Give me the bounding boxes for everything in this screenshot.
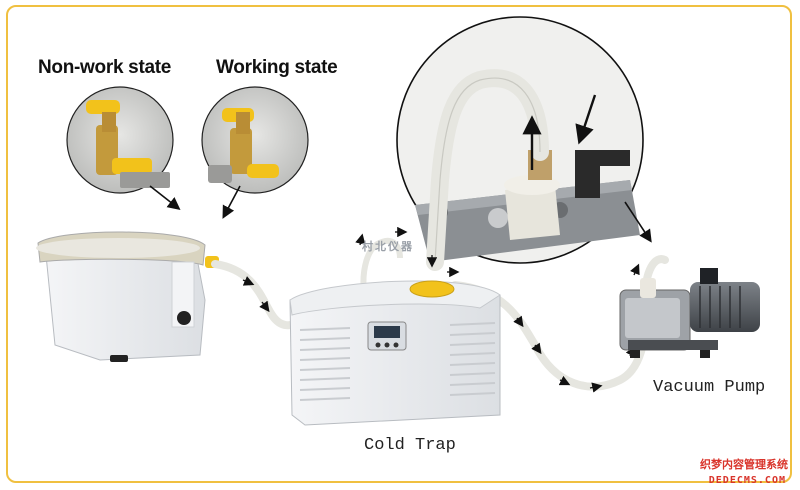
hose-trap-loop — [360, 237, 403, 301]
arrow-non-work — [149, 185, 181, 210]
working-state-label: Working state — [216, 57, 338, 78]
arrow-to-pump — [624, 201, 652, 243]
working-state-zoom-circle — [201, 86, 309, 194]
pump-connection-zoom-circle — [396, 16, 644, 271]
vacuum-pump-label: Vacuum Pump — [653, 378, 766, 397]
vacuum-pump-device — [619, 268, 760, 358]
evaporator-device — [36, 231, 219, 362]
non-work-state-zoom-circle — [66, 86, 174, 194]
non-work-state-label: Non-work state — [38, 57, 172, 78]
dedecms-watermark-en: DEDECMS.COM — [708, 475, 786, 486]
cold-trap-device — [289, 280, 501, 426]
arrow-working — [222, 185, 241, 219]
flow-arrows — [242, 226, 640, 393]
brand-watermark: 村北仪器 — [362, 240, 414, 253]
yellow-border-frame — [6, 5, 792, 483]
cold-trap-label: Cold Trap — [364, 436, 456, 455]
dedecms-watermark-cn: 织梦内容管理系统 — [700, 458, 788, 471]
